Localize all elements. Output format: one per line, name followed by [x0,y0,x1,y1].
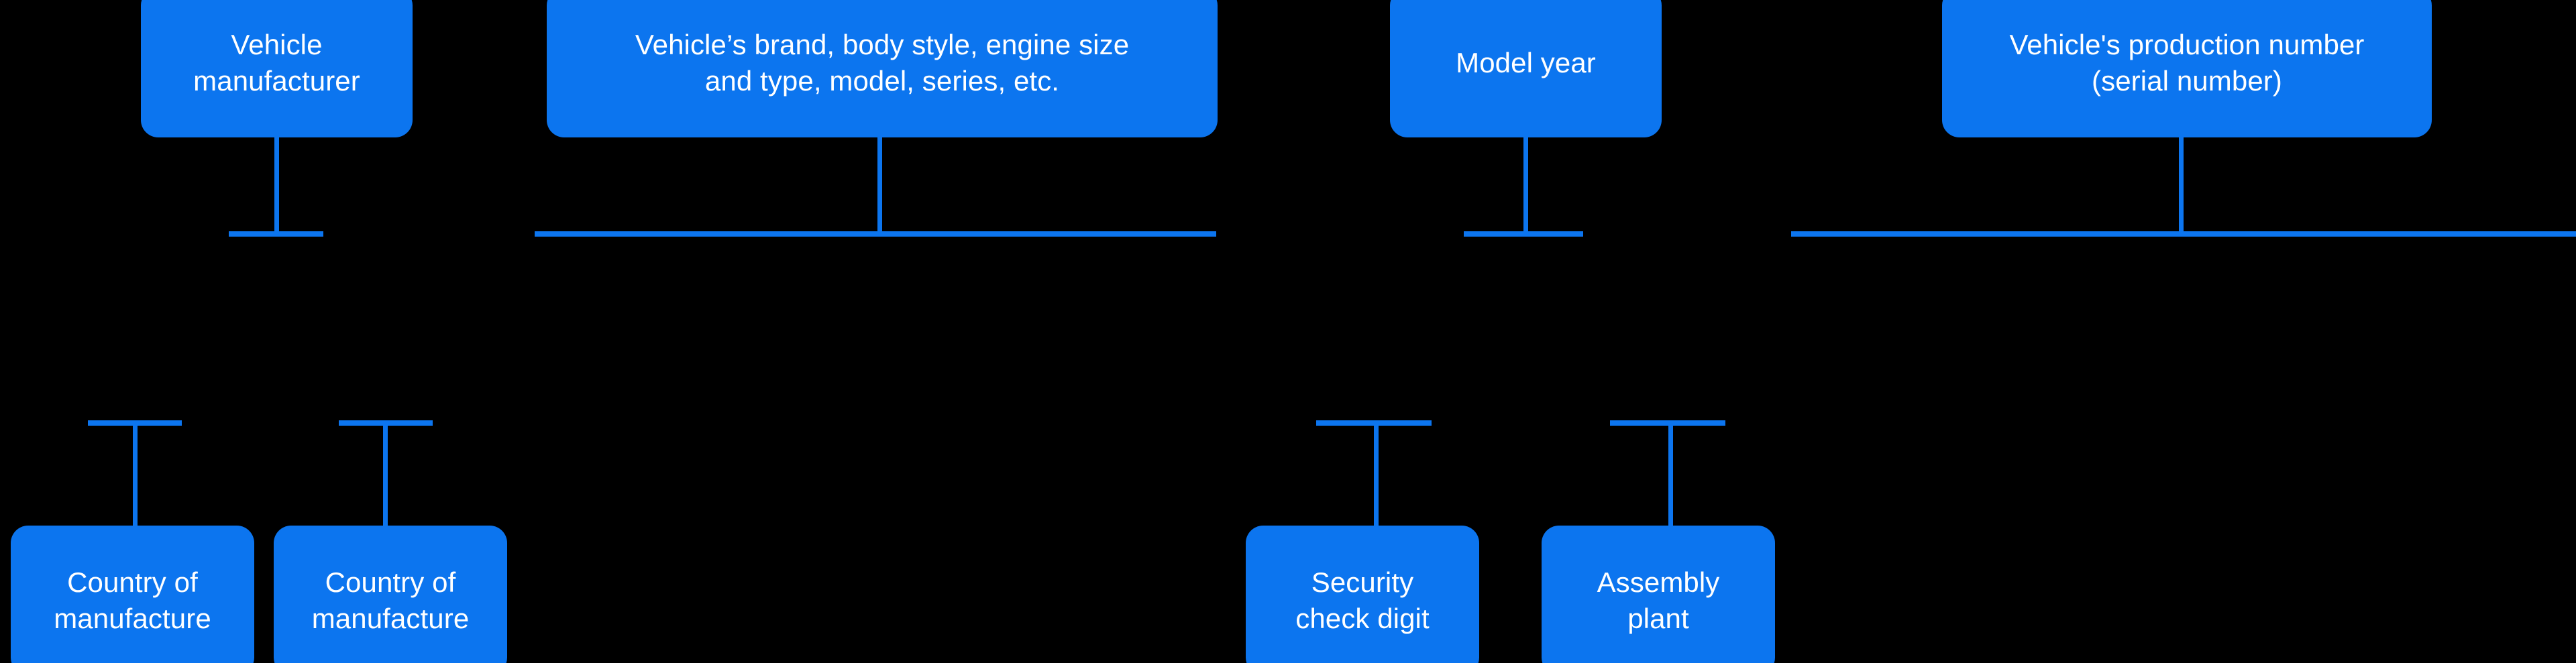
node-label-vehicle-manufacturer: Vehicle manufacturer [193,28,360,97]
connector-stem-assembly-plant [1668,424,1673,526]
node-assembly-plant[interactable]: Assembly plant [1542,526,1775,663]
connector-stem-security-check-digit [1374,424,1379,526]
node-country-of-manufacture-2[interactable]: Country of manufacture [274,526,507,663]
node-label-vehicle-descriptor: Vehicle’s brand, body style, engine size… [635,28,1130,97]
connector-rail-security-check-digit [1316,420,1432,426]
node-label-security-check-digit: Security check digit [1295,566,1430,634]
connector-stem-country-of-manufacture-2 [383,424,388,526]
node-model-year[interactable]: Model year [1390,0,1662,137]
connector-rail-model-year [1464,231,1583,237]
node-label-model-year: Model year [1456,46,1596,78]
connector-stem-vehicle-descriptor [877,137,882,232]
connector-rail-assembly-plant [1610,420,1725,426]
node-country-of-manufacture-1[interactable]: Country of manufacture [11,526,254,663]
connector-stem-country-of-manufacture-1 [133,424,138,526]
connector-stem-production-number [2179,137,2184,232]
connector-rail-country-of-manufacture-1 [88,420,182,426]
node-vehicle-descriptor[interactable]: Vehicle’s brand, body style, engine size… [547,0,1218,137]
connector-rail-vehicle-manufacturer [229,231,323,237]
connector-stem-vehicle-manufacturer [274,137,279,232]
node-production-number[interactable]: Vehicle's production number (serial numb… [1942,0,2432,137]
connector-rail-country-of-manufacture-2 [339,420,433,426]
connector-rail-vehicle-descriptor [535,231,1216,237]
node-label-country-of-manufacture-2: Country of manufacture [311,566,470,634]
connector-rail-production-number [1791,231,2576,237]
node-label-country-of-manufacture-1: Country of manufacture [54,566,211,634]
node-label-production-number: Vehicle's production number (serial numb… [2009,28,2365,97]
node-vehicle-manufacturer[interactable]: Vehicle manufacturer [141,0,413,137]
node-label-assembly-plant: Assembly plant [1597,566,1720,634]
node-security-check-digit[interactable]: Security check digit [1246,526,1479,663]
connector-stem-model-year [1523,137,1528,232]
